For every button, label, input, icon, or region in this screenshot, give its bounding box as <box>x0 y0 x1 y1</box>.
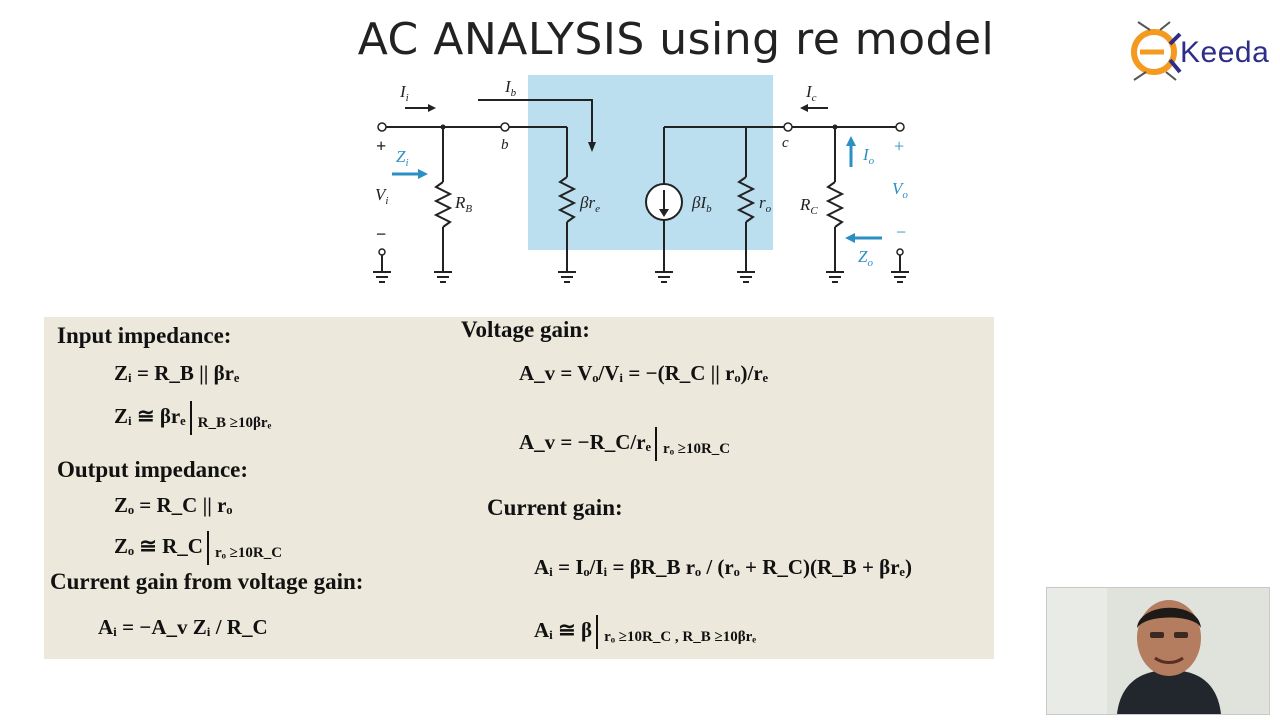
current-gain-from-voltage-eq: Aᵢ = −A_v Zᵢ / R_C <box>98 615 268 639</box>
label-ro: ro <box>759 193 772 215</box>
ic-arrow-icon <box>800 104 808 112</box>
zo-arrow-icon <box>845 233 855 243</box>
current-gain-eq2-main: Aᵢ ≅ β <box>534 617 593 642</box>
logo-text: Keeda <box>1180 36 1270 69</box>
ekeeda-logo-icon <box>1131 21 1182 81</box>
current-gain-eq2-condition: rₒ ≥10R_C , R_B ≥10βrₑ <box>596 615 756 649</box>
current-gain-from-voltage-heading: Current gain from voltage gain: <box>50 569 364 594</box>
ii-arrow-icon <box>428 104 436 112</box>
label-node-c: c <box>782 135 789 151</box>
rb-resistor <box>433 181 453 228</box>
ro-resistor <box>736 176 756 223</box>
input-terminal <box>377 122 387 132</box>
label-rb: RB <box>454 193 472 215</box>
label-vo-minus: − <box>896 222 906 242</box>
voltage-gain-heading: Voltage gain: <box>461 317 590 342</box>
collector-terminal <box>783 122 793 132</box>
input-impedance-eq1: Zᵢ = R_B || βrₑ <box>114 361 240 385</box>
voltage-gain-eq2-main: A_v = −R_C/rₑ <box>519 429 652 454</box>
output-impedance-eq2-condition: rₒ ≥10R_C <box>206 531 282 565</box>
io-arrow-icon <box>846 136 856 146</box>
base-terminal <box>500 122 510 132</box>
label-zo: Zo <box>858 247 873 269</box>
ib-arrow-icon <box>588 142 596 152</box>
label-vo-plus: + <box>894 136 904 156</box>
label-zi: Zi <box>396 147 409 169</box>
re-model-box <box>528 75 773 250</box>
label-ii: Ii <box>399 82 409 104</box>
current-gain-eq1: Aᵢ = Iₒ/Iᵢ = βR_B rₒ / (rₒ + R_C)(R_B + … <box>534 555 912 579</box>
re-model-circuit-diagram: Ii Ib Ic b c Vi RB βre βIb ro RC Zi Io V… <box>373 75 909 283</box>
rc-resistor <box>825 181 845 228</box>
label-ib: Ib <box>504 77 517 99</box>
presenter-silhouette-icon <box>1047 588 1269 714</box>
current-gain-heading: Current gain: <box>487 495 623 520</box>
label-vi: Vi <box>375 185 388 207</box>
label-vo: Vo <box>892 179 908 201</box>
output-impedance-eq2-main: Zₒ ≅ R_C <box>114 533 203 558</box>
label-ic: Ic <box>805 82 817 104</box>
beta-re-resistor <box>557 176 577 223</box>
label-vi-plus: + <box>376 136 386 156</box>
input-impedance-eq2-condition: R_B ≥10βrₑ <box>189 401 271 435</box>
input-impedance-eq2-main: Zᵢ ≅ βrₑ <box>114 403 186 428</box>
label-node-b: b <box>501 137 509 153</box>
formula-panel: Input impedance: Zᵢ = R_B || βrₑ Zᵢ ≅ βr… <box>44 317 994 659</box>
output-impedance-eq1: Zₒ = R_C || rₒ <box>114 493 233 517</box>
slide-title: AC ANALYSIS using re model <box>357 14 995 65</box>
input-impedance-heading: Input impedance: <box>57 323 232 348</box>
ekeeda-logo: Keeda <box>1120 10 1270 90</box>
ground-symbols <box>373 271 909 283</box>
label-beta-re: βre <box>579 193 600 215</box>
label-rc: RC <box>799 195 818 217</box>
output-impedance-heading: Output impedance: <box>57 457 249 482</box>
label-vi-minus: − <box>376 224 386 244</box>
label-beta-ib: βIb <box>691 193 712 215</box>
voltage-gain-eq1: A_v = Vₒ/Vᵢ = −(R_C || rₒ)/rₑ <box>519 361 769 385</box>
output-terminal <box>895 122 905 132</box>
presenter-video-thumbnail <box>1046 587 1270 715</box>
voltage-gain-eq2-condition: rₒ ≥10R_C <box>655 427 730 461</box>
label-io: Io <box>862 145 875 167</box>
zi-arrow-icon <box>418 169 428 179</box>
